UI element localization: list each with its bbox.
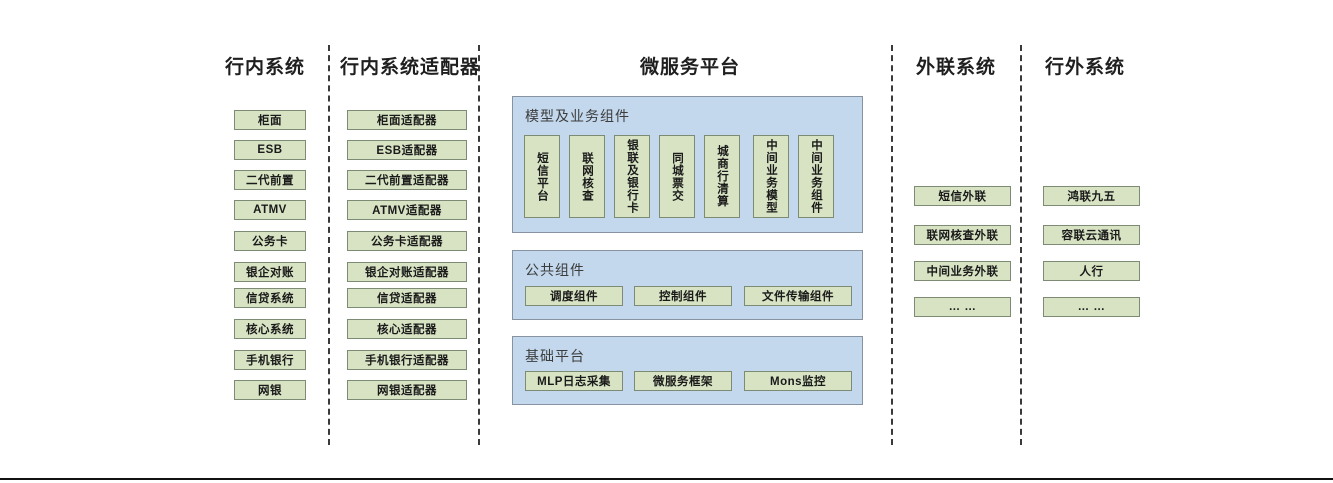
list-item[interactable]: 网银适配器 — [347, 380, 467, 400]
list-item[interactable]: 文件传输组件 — [744, 286, 852, 306]
divider-1 — [328, 45, 330, 445]
list-item[interactable]: 中间业务外联 — [914, 261, 1011, 281]
list-item[interactable]: 联网核查外联 — [914, 225, 1011, 245]
list-item[interactable]: 公务卡 — [234, 231, 306, 251]
list-item[interactable]: MLP日志采集 — [525, 371, 623, 391]
list-item[interactable]: 人行 — [1043, 261, 1140, 281]
list-item[interactable]: 二代前置适配器 — [347, 170, 467, 190]
list-item[interactable]: 容联云通讯 — [1043, 225, 1140, 245]
divider-2 — [478, 45, 480, 445]
list-item[interactable]: 银企对账 — [234, 262, 306, 282]
list-item[interactable]: ATMV适配器 — [347, 200, 467, 220]
column-title-offbank: 行外系统 — [1044, 57, 1125, 78]
list-item[interactable]: 短信外联 — [914, 186, 1011, 206]
list-item[interactable]: 银企对账适配器 — [347, 262, 467, 282]
list-item[interactable]: 短信平台 — [524, 135, 560, 218]
column-title-microservice: 微服务平台 — [639, 57, 740, 78]
panel-title: 公共组件 — [525, 262, 585, 278]
list-item[interactable]: ESB适配器 — [347, 140, 467, 160]
column-title-inbank: 行内系统 — [224, 57, 305, 78]
list-item[interactable]: 核心系统 — [234, 319, 306, 339]
list-item[interactable]: 同城票交 — [659, 135, 695, 218]
list-item[interactable]: 二代前置 — [234, 170, 306, 190]
list-item[interactable]: 公务卡适配器 — [347, 231, 467, 251]
list-item[interactable]: 城商行清算 — [704, 135, 740, 218]
list-item[interactable]: 核心适配器 — [347, 319, 467, 339]
list-item[interactable]: … … — [914, 297, 1011, 317]
list-item[interactable]: 银联及银行卡 — [614, 135, 650, 218]
divider-4 — [1020, 45, 1022, 445]
list-item[interactable]: 控制组件 — [634, 286, 732, 306]
list-item[interactable]: 鸿联九五 — [1043, 186, 1140, 206]
list-item[interactable]: Mons监控 — [744, 371, 852, 391]
list-item[interactable]: ESB — [234, 140, 306, 160]
divider-3 — [891, 45, 893, 445]
list-item[interactable]: 手机银行 — [234, 350, 306, 370]
list-item[interactable]: 中间业务模型 — [753, 135, 789, 218]
list-item[interactable]: 网银 — [234, 380, 306, 400]
list-item[interactable]: 信贷系统 — [234, 288, 306, 308]
column-title-external-link: 外联系统 — [915, 57, 996, 78]
list-item[interactable]: 中间业务组件 — [798, 135, 834, 218]
list-item[interactable]: 柜面 — [234, 110, 306, 130]
list-item[interactable]: 微服务框架 — [634, 371, 732, 391]
list-item[interactable]: ATMV — [234, 200, 306, 220]
list-item[interactable]: 信贷适配器 — [347, 288, 467, 308]
list-item[interactable]: 柜面适配器 — [347, 110, 467, 130]
list-item[interactable]: 联网核查 — [569, 135, 605, 218]
list-item[interactable]: 手机银行适配器 — [347, 350, 467, 370]
list-item[interactable]: … … — [1043, 297, 1140, 317]
list-item[interactable]: 调度组件 — [525, 286, 623, 306]
panel-title: 基础平台 — [525, 348, 585, 364]
panel-title: 模型及业务组件 — [525, 108, 630, 124]
bottom-rule — [0, 478, 1333, 480]
panel-public-components: 公共组件 — [512, 250, 863, 320]
column-title-inbank-adapter: 行内系统适配器 — [340, 57, 481, 78]
panel-base-platform: 基础平台 — [512, 336, 863, 405]
